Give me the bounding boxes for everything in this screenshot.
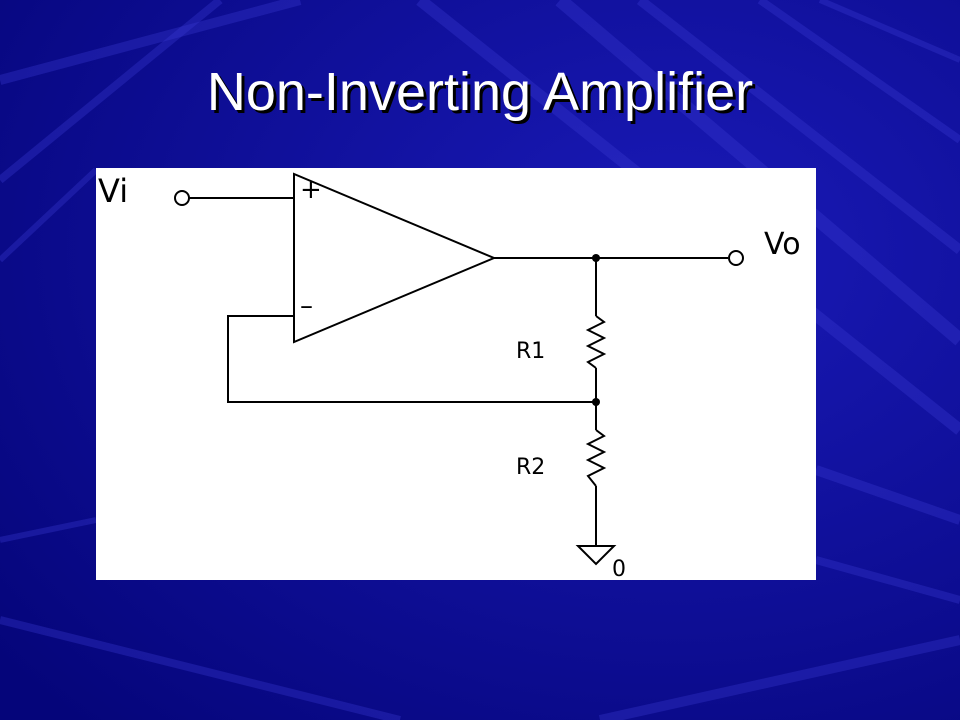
- minus-sign: –: [300, 291, 313, 321]
- input-label: Vi: [98, 172, 128, 210]
- ground-symbol: [575, 545, 617, 566]
- plus-sign: +: [300, 175, 322, 205]
- feedback-wire: [227, 315, 596, 403]
- output-label: Vo: [764, 227, 801, 262]
- output-junction-dot: [592, 254, 600, 262]
- slide-title: Non-Inverting Amplifier: [206, 62, 754, 122]
- r2-label: R2: [516, 455, 545, 480]
- feedback-junction-dot: [592, 398, 600, 406]
- op-amp-triangle: [293, 172, 497, 344]
- ground-label: 0: [612, 557, 626, 580]
- circuit-diagram: Vi Vo + – R1 R2 0: [96, 168, 816, 580]
- output-terminal: [728, 250, 744, 266]
- input-terminal: [174, 190, 190, 206]
- circuit-schematic: Vi Vo + – R1 R2 0: [98, 172, 801, 580]
- r2-resistor: [585, 429, 607, 487]
- r1-resistor: [585, 315, 607, 369]
- r1-label: R1: [516, 339, 545, 364]
